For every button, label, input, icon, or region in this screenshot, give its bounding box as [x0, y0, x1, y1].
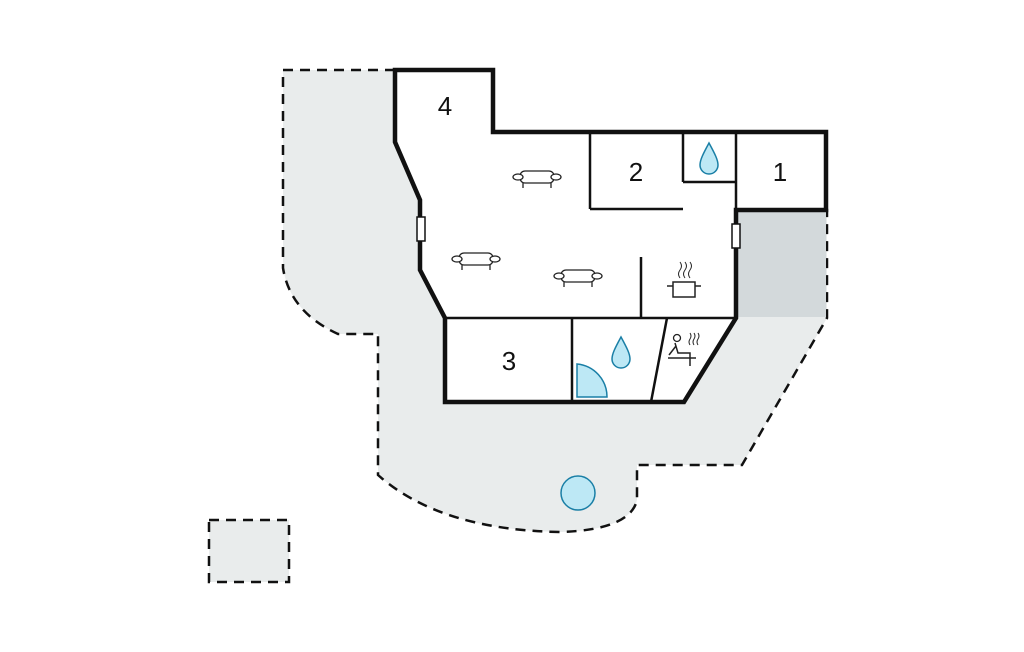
sofa-icon — [553, 269, 603, 287]
sauna-icon — [668, 332, 700, 366]
pool-icon — [560, 475, 596, 511]
sofa-icon — [512, 170, 562, 188]
exterior-wall — [392, 67, 829, 405]
sofa-icon — [451, 252, 501, 270]
door-icon — [416, 216, 426, 242]
shed-area — [207, 518, 291, 584]
inner-walls — [445, 132, 738, 403]
cooking-pot-icon — [667, 261, 701, 298]
door-icon — [731, 223, 741, 249]
annex-area — [736, 211, 826, 317]
water-drop-icon — [699, 141, 719, 175]
water-drop-icon — [611, 335, 631, 369]
room-label-1: 1 — [773, 157, 787, 187]
shower-icon — [576, 363, 608, 398]
terrace-area — [281, 68, 829, 534]
room-label-2: 2 — [629, 157, 643, 187]
room-label-4: 4 — [438, 91, 452, 121]
room-label-3: 3 — [502, 346, 516, 376]
